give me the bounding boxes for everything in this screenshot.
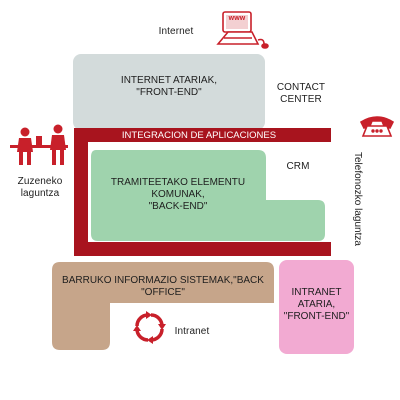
intranet-portal-box: [279, 260, 354, 354]
common-elements-label: TRAMITEETAKO ELEMENTU KOMUNAK, "BACK-END…: [110, 177, 246, 212]
computer-icon: [216, 11, 269, 49]
internet-portals-box: [73, 54, 265, 130]
contact-center-label: CONTACT CENTER: [276, 82, 326, 105]
backoffice-box: [52, 262, 274, 350]
internet-label: Internet: [158, 26, 194, 37]
direct-support-label: Zuzeneko laguntza: [17, 176, 63, 199]
common-elements-box: [91, 150, 325, 241]
internet-portals-label: INTERNET ATARIAK, "FRONT-END": [120, 75, 218, 98]
intranet-arrowheads: [133, 311, 166, 344]
backoffice-label: BARRUKO INFORMAZIO SISTEMAK,"BACK "OFFIC…: [62, 275, 264, 298]
integration-band: [74, 128, 331, 256]
telephone-icon: [359, 116, 395, 137]
www-text: www: [228, 15, 246, 22]
people-desk-icon: [10, 124, 68, 165]
intranet-label: Intranet: [174, 326, 210, 337]
intranet-portal-label: INTRANET ATARIA, "FRONT-END": [283, 287, 350, 322]
crm-label: CRM: [286, 161, 310, 172]
integration-label: INTEGRACION DE APLICACIONES: [121, 129, 277, 141]
intranet-arrows-icon: [135, 313, 164, 342]
